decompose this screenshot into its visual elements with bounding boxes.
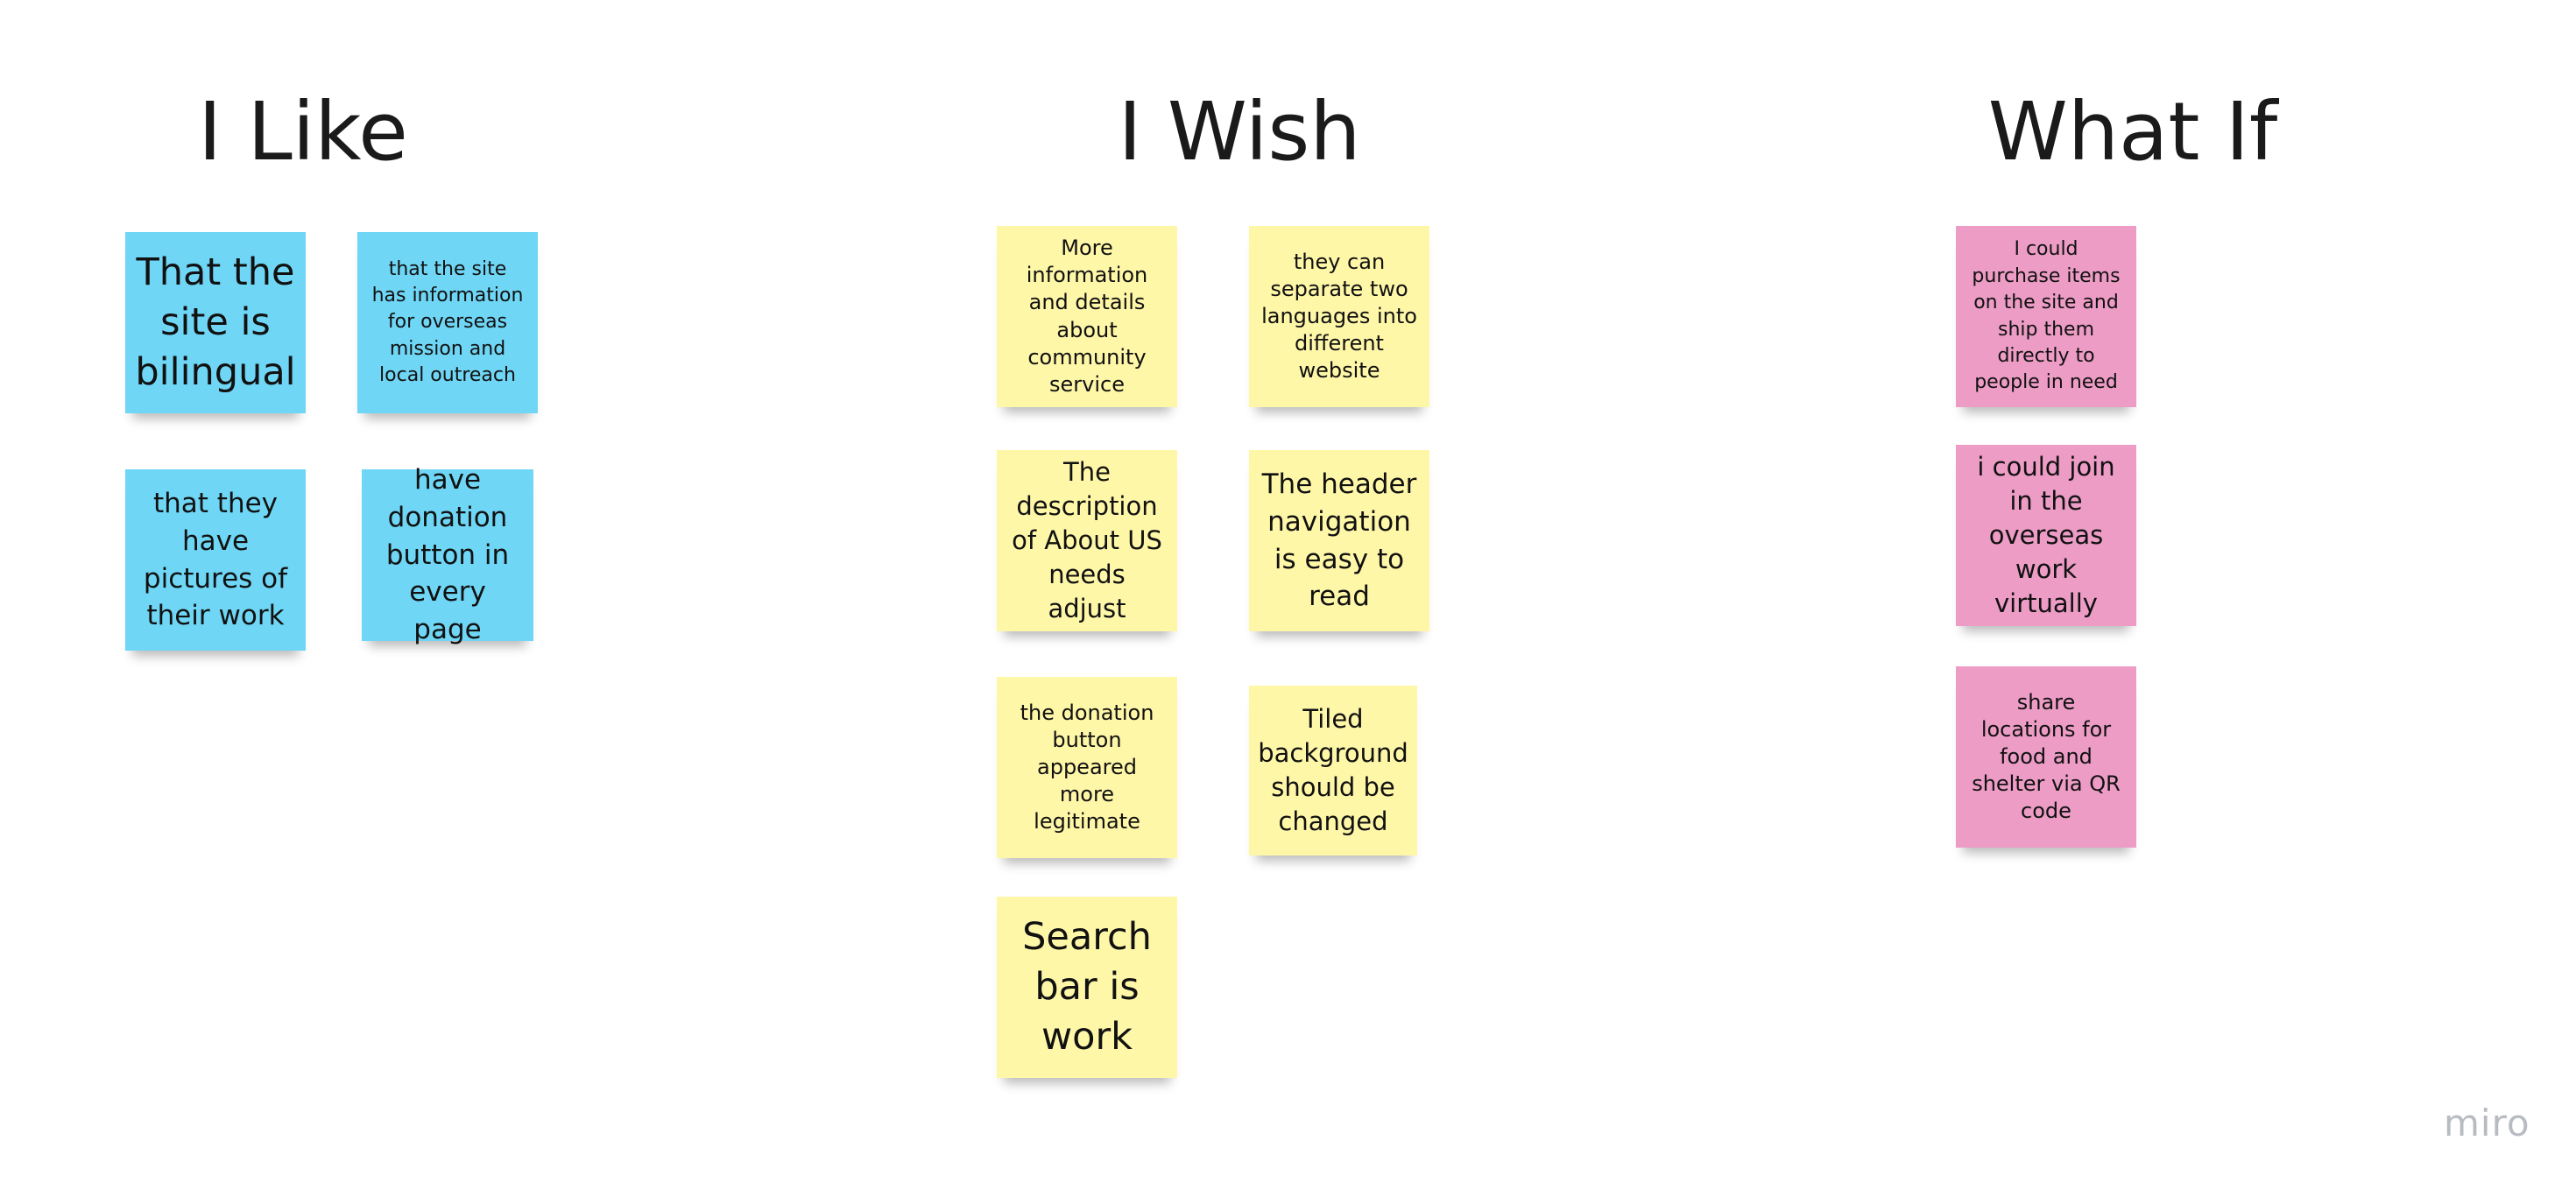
sticky-note-text: That the site is bilingual — [135, 250, 296, 395]
sticky-note[interactable]: The header navigation is easy to read — [1249, 450, 1429, 631]
sticky-note[interactable]: they can separate two languages into dif… — [1249, 226, 1429, 407]
sticky-note[interactable]: I could purchase items on the site and s… — [1956, 226, 2136, 407]
sticky-note-text: More information and details about commu… — [1026, 235, 1148, 397]
sticky-note-text: Search bar is work — [1022, 914, 1152, 1060]
sticky-note[interactable]: Tiled background should be changed — [1249, 686, 1417, 856]
miro-logo: miro — [2444, 1102, 2530, 1144]
sticky-note-text: that the site has information for overse… — [371, 257, 524, 387]
sticky-note-text: i could join in the overseas work virtua… — [1977, 451, 2115, 619]
sticky-note[interactable]: More information and details about commu… — [997, 226, 1177, 407]
sticky-note[interactable]: have donation button in every page — [362, 464, 533, 645]
sticky-note[interactable]: i could join in the overseas work virtua… — [1956, 445, 2136, 626]
sticky-note-text: that they have pictures of their work — [143, 487, 288, 632]
sticky-note-text: the donation button appeared more legiti… — [1020, 700, 1154, 834]
sticky-note-text: The description of About US needs adjust — [1012, 456, 1162, 624]
sticky-note[interactable]: that they have pictures of their work — [125, 469, 306, 651]
sticky-note[interactable]: The description of About US needs adjust — [997, 450, 1177, 631]
sticky-note-text: I could purchase items on the site and s… — [1972, 238, 2121, 394]
column-title-i-like[interactable]: I Like — [198, 85, 408, 179]
sticky-note-text: have donation button in every page — [385, 464, 510, 646]
sticky-note-text: Tiled background should be changed — [1258, 703, 1408, 837]
sticky-note-text: they can separate two languages into dif… — [1261, 249, 1417, 384]
sticky-note[interactable]: share locations for food and shelter via… — [1956, 666, 2136, 848]
column-title-what-if[interactable]: What If — [1987, 85, 2278, 179]
sticky-note[interactable]: the donation button appeared more legiti… — [997, 677, 1177, 858]
sticky-note-text: share locations for food and shelter via… — [1972, 689, 2121, 824]
column-title-i-wish[interactable]: I Wish — [1118, 85, 1361, 179]
sticky-note-text: The header navigation is easy to read — [1261, 468, 1417, 613]
sticky-note[interactable]: That the site is bilingual — [125, 232, 306, 413]
sticky-note[interactable]: Search bar is work — [997, 897, 1177, 1078]
sticky-note[interactable]: that the site has information for overse… — [357, 232, 538, 413]
